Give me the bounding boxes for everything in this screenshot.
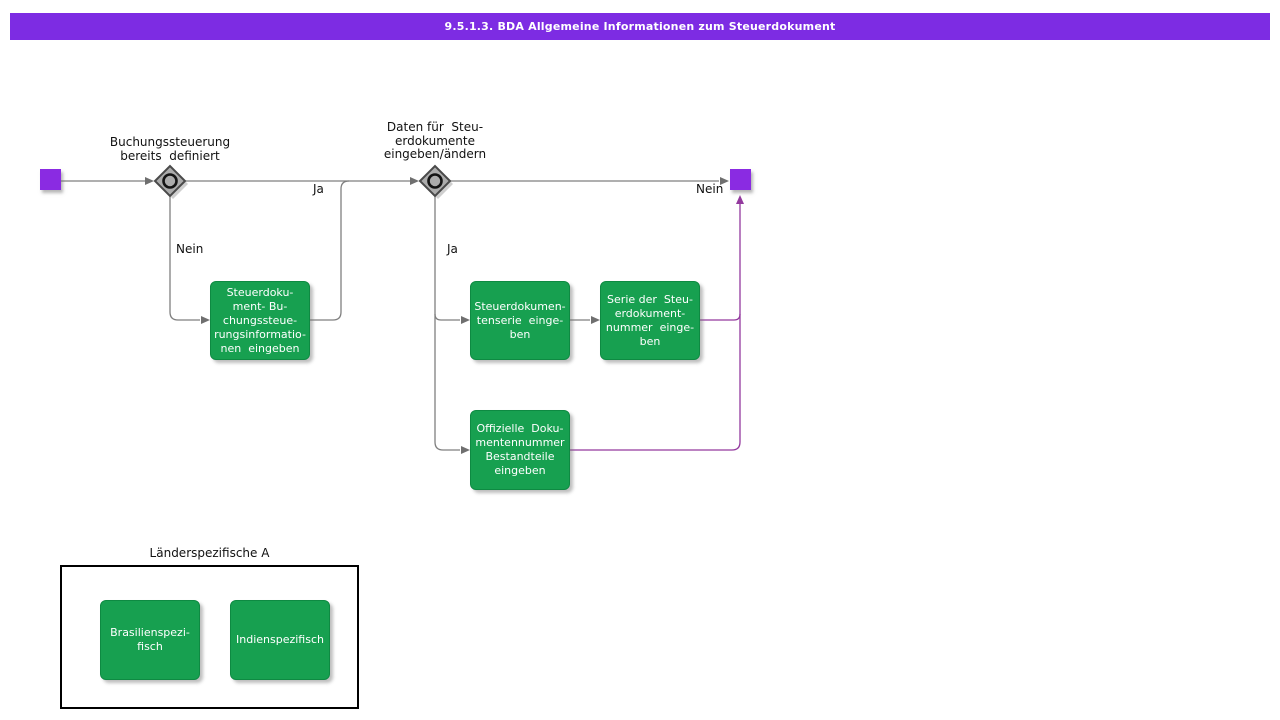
gateway2-diamond bbox=[418, 164, 453, 199]
gateway1-circle-icon bbox=[162, 173, 178, 189]
gateway2-label: Daten für Steu- erdokumente eingeben/änd… bbox=[383, 120, 487, 161]
return-flows bbox=[570, 204, 741, 451]
arrowhead-into-gateway2 bbox=[410, 177, 419, 185]
task-offizielle-dokumentennummer-bestandteile-eingeben: Offizielle Doku- mentennummer Bestandtei… bbox=[470, 410, 570, 490]
task-steuerdokumentenserie-eingeben: Steuerdokumen- tenserie einge- ben bbox=[470, 281, 570, 360]
partition-box bbox=[60, 565, 359, 709]
edge-label-gateway1-ja: Ja bbox=[313, 182, 324, 196]
edge-label-gateway1-nein: Nein bbox=[176, 242, 204, 256]
edge-label-gateway2-ja: Ja bbox=[447, 242, 458, 256]
start-event-square bbox=[40, 169, 61, 190]
diagram-title: 9.5.1.3. BDA Allgemeine Informationen zu… bbox=[444, 20, 836, 33]
flow-gateway2-ja-to-task2 bbox=[434, 313, 460, 321]
flow-task3-to-end bbox=[700, 313, 741, 321]
flow-arrowheads bbox=[145, 177, 729, 454]
task-buchungssteuerungsinformationen-eingeben: Steuerdoku- ment- Bu- chungssteue- rungs… bbox=[210, 281, 310, 360]
task-indienspezifisch: Indienspezifisch bbox=[230, 600, 330, 680]
flow-gateway2-ja-to-task4 bbox=[434, 196, 460, 451]
gateway1-diamond bbox=[153, 164, 188, 199]
gateway2-circle-icon bbox=[427, 173, 443, 189]
partition-label: Länderspezifische A bbox=[149, 546, 270, 560]
flow-task4-to-end bbox=[570, 204, 741, 451]
arrowhead-into-task2 bbox=[461, 316, 470, 324]
gateway1-shape bbox=[153, 164, 187, 198]
arrowhead-into-task4 bbox=[461, 446, 470, 454]
diagram-title-bar: 9.5.1.3. BDA Allgemeine Informationen zu… bbox=[10, 13, 1270, 40]
sequence-flows bbox=[61, 180, 719, 451]
task-serie-der-steuerdokumentnummer-eingeben: Serie der Steu- erdokument- nummer einge… bbox=[600, 281, 700, 360]
edge-label-gateway2-nein: Nein bbox=[696, 182, 724, 196]
task-brasilienspezifisch: Brasilienspezi- fisch bbox=[100, 600, 200, 680]
arrowhead-into-gateway1 bbox=[145, 177, 154, 185]
gateway2-shape bbox=[418, 164, 452, 198]
flow-task1-return bbox=[310, 180, 350, 321]
arrowhead-into-end bbox=[720, 177, 729, 185]
flow-gateway1-nein-to-task1 bbox=[169, 196, 200, 321]
arrowhead-into-task1 bbox=[201, 316, 210, 324]
arrowhead-into-task3 bbox=[591, 316, 600, 324]
gateway1-label: Buchungssteuerung bereits definiert bbox=[109, 135, 231, 163]
arrowhead-up-into-end bbox=[736, 195, 744, 204]
end-event-square bbox=[730, 169, 751, 190]
